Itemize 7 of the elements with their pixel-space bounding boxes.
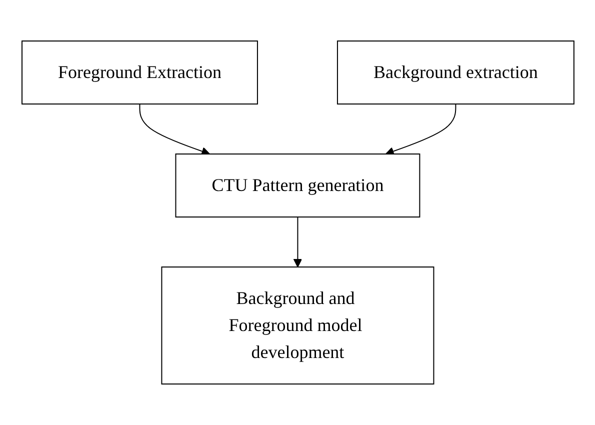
node-box: Background extraction [336, 40, 574, 104]
node-box: Foreground Extraction [21, 40, 258, 104]
arrow [292, 216, 302, 268]
arrow [138, 104, 210, 156]
node-box: Background and Foreground model development [160, 266, 434, 384]
arrow [384, 104, 456, 156]
node-box: CTU Pattern generation [174, 154, 420, 218]
